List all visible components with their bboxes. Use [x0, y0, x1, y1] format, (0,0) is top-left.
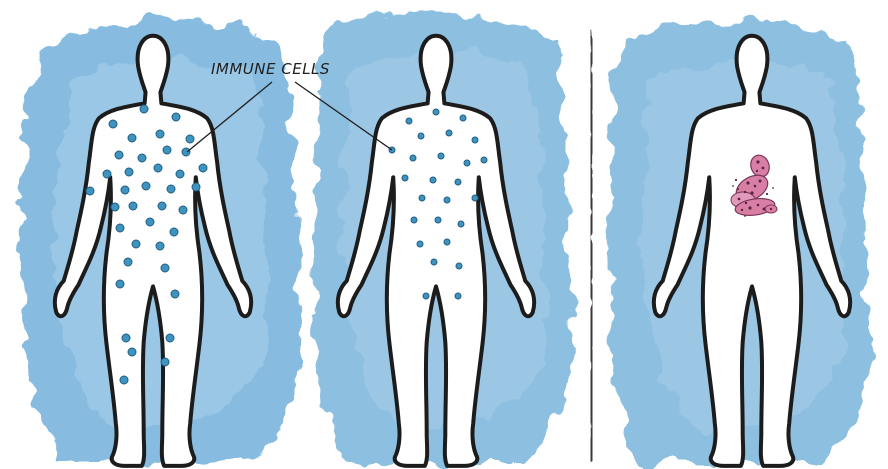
- immune-cell: [122, 334, 130, 342]
- divider-line: [591, 32, 592, 462]
- immune-cell: [156, 242, 164, 250]
- immune-cell: [170, 228, 178, 236]
- immune-cell: [128, 348, 136, 356]
- immune-cell: [186, 135, 194, 143]
- immune-cell: [472, 195, 478, 201]
- immune-cell: [456, 263, 462, 269]
- immune-cell: [116, 280, 124, 288]
- immune-cell: [417, 241, 423, 247]
- immune-cell: [430, 177, 436, 183]
- immune-cell: [115, 151, 123, 159]
- immune-cell: [172, 113, 180, 121]
- immune-cell: [433, 109, 439, 115]
- immune-cell: [161, 358, 169, 366]
- immune-cell: [166, 334, 174, 342]
- immune-cell: [140, 105, 148, 113]
- immune-cell: [182, 148, 190, 156]
- immune-cell: [411, 217, 417, 223]
- immune-cell: [402, 175, 408, 181]
- immune-cell: [120, 376, 128, 384]
- immune-cell: [167, 185, 175, 193]
- immune-cell: [464, 160, 470, 166]
- immune-cell: [142, 182, 150, 190]
- immune-cell: [132, 240, 140, 248]
- immune-cell: [455, 293, 461, 299]
- immune-cell: [179, 206, 187, 214]
- immune-cell: [481, 157, 487, 163]
- immune-cell: [444, 197, 450, 203]
- immune-cell: [438, 153, 444, 159]
- immune-cell: [472, 137, 478, 143]
- immune-cell: [128, 134, 136, 142]
- immune-cell: [103, 170, 111, 178]
- immune-cell: [158, 202, 166, 210]
- immune-cell: [444, 239, 450, 245]
- immune-cell: [419, 195, 425, 201]
- immune-cell: [435, 217, 441, 223]
- immune-cell: [176, 170, 184, 178]
- immune-cell: [192, 183, 200, 191]
- immune-cell: [418, 133, 424, 139]
- immune-cell: [146, 218, 154, 226]
- immune-cell: [121, 186, 129, 194]
- immune-cell: [138, 154, 146, 162]
- immune-cell: [125, 168, 133, 176]
- immune-cell: [423, 293, 429, 299]
- immune-cell: [171, 290, 179, 298]
- immune-cell: [406, 118, 412, 124]
- immune-cell: [124, 258, 132, 266]
- immune-cell: [199, 164, 207, 172]
- immune-cell: [86, 187, 94, 195]
- immune-cell: [156, 130, 164, 138]
- immune-cell: [458, 221, 464, 227]
- immune-cell: [161, 264, 169, 272]
- immune-cell: [111, 203, 119, 211]
- immune-cell: [129, 202, 137, 210]
- immune-cell: [410, 155, 416, 161]
- immune-cell: [109, 120, 117, 128]
- immune-cell: [460, 115, 466, 121]
- immune-cells-label: IMMUNE CELLS: [211, 60, 330, 78]
- immune-cell: [116, 224, 124, 232]
- immune-cell: [163, 146, 171, 154]
- immune-cell: [154, 164, 162, 172]
- immune-cell: [446, 130, 452, 136]
- immune-cell: [431, 259, 437, 265]
- immune-cell: [455, 179, 461, 185]
